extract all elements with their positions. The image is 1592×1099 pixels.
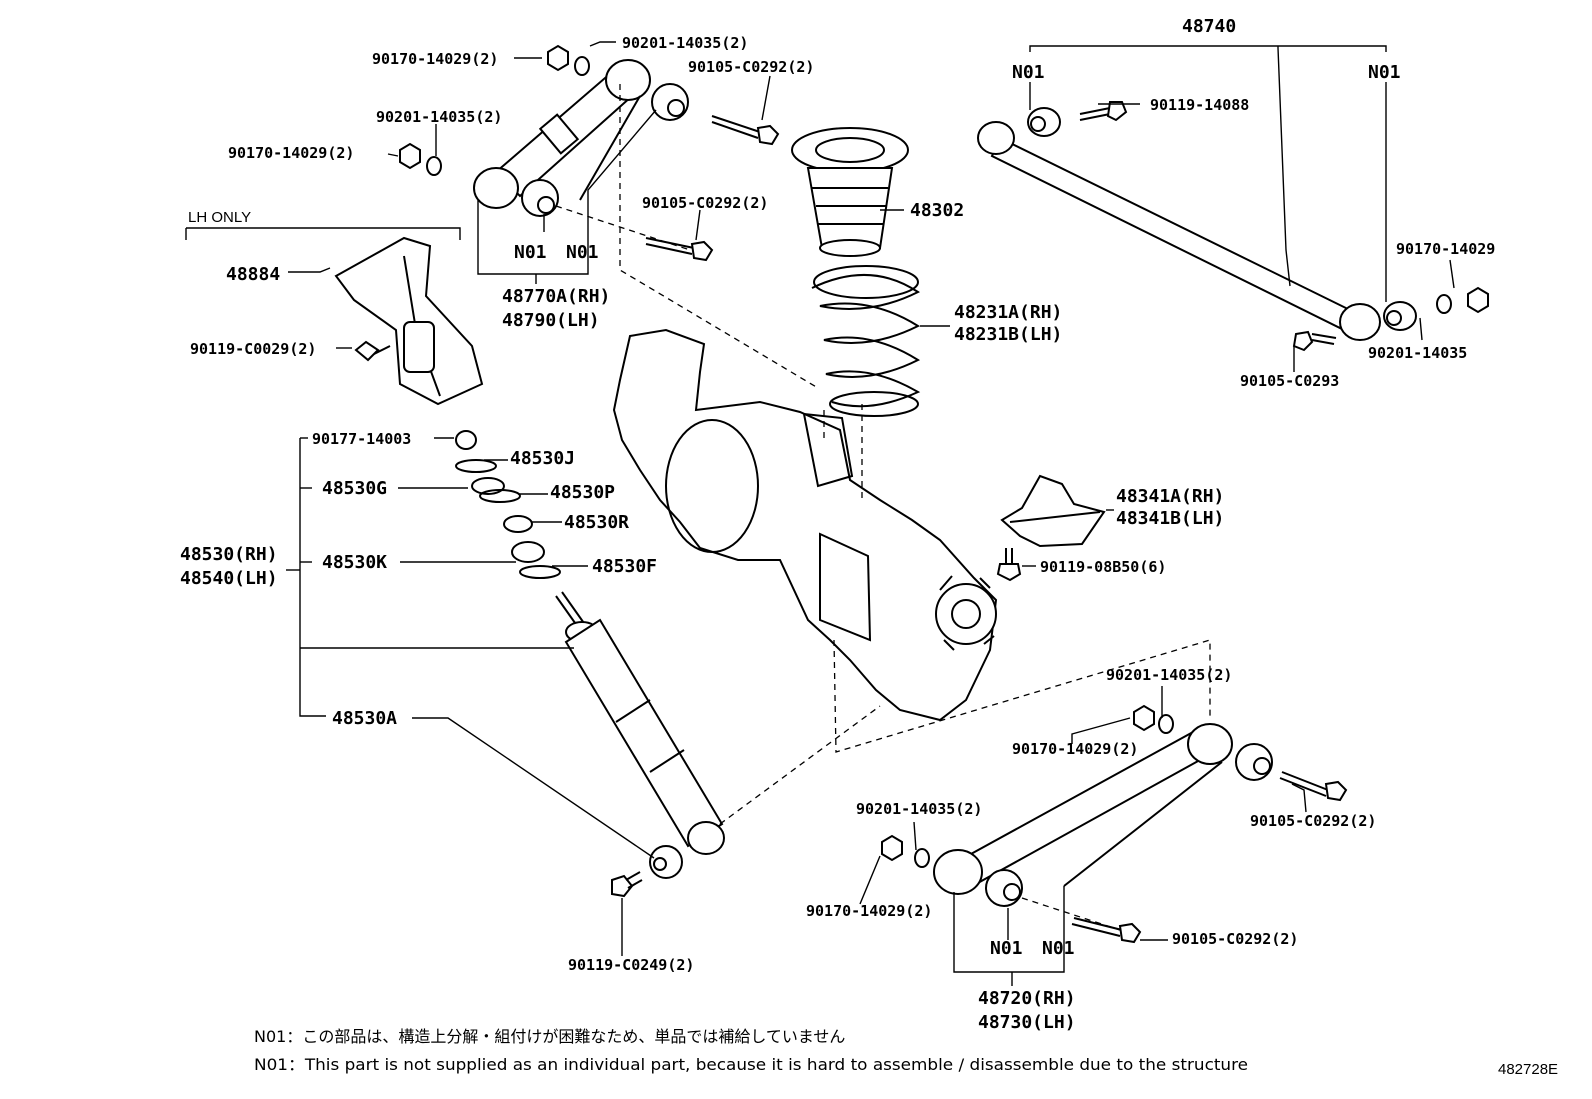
part-label-90119-C0029: 90119-C0029(2) bbox=[190, 340, 316, 358]
part-label-48884: 48884 bbox=[226, 264, 280, 285]
figure-id: 482728E bbox=[1498, 1061, 1558, 1078]
part-label-90105-C0293: 90105-C0293 bbox=[1240, 372, 1339, 390]
part-label-n01: N01 bbox=[1012, 62, 1045, 83]
bolt-icon bbox=[645, 115, 780, 262]
bolt-icon bbox=[611, 871, 643, 898]
part-label-90201-14035: 90201-14035(2) bbox=[622, 34, 748, 52]
part-label-90170-14029: 90170-14029(2) bbox=[228, 144, 354, 162]
bolt-icon bbox=[354, 340, 391, 362]
lateral-rod[interactable] bbox=[977, 121, 1381, 341]
part-label-48720: 48720(RH) bbox=[978, 988, 1076, 1009]
part-label-48530F: 48530F bbox=[592, 556, 657, 577]
part-label-48770A: 48770A(RH) bbox=[502, 286, 610, 307]
upper-control-arm[interactable] bbox=[473, 59, 651, 209]
rear-axle-housing[interactable] bbox=[612, 328, 998, 722]
bushing-icon bbox=[649, 845, 683, 879]
part-label-48530A: 48530A bbox=[332, 708, 397, 729]
part-label-48740: 48740 bbox=[1182, 16, 1236, 37]
part-label-48231B: 48231B(LH) bbox=[954, 324, 1062, 345]
bolt-icon bbox=[996, 548, 1022, 582]
part-label-n01: N01 bbox=[514, 242, 547, 263]
nut-icon bbox=[1436, 286, 1489, 314]
lower-control-arm[interactable] bbox=[933, 723, 1233, 895]
part-label-90170-14029: 90170-14029(2) bbox=[372, 50, 498, 68]
part-label-n01: N01 bbox=[566, 242, 599, 263]
part-label-48341A: 48341A(RH) bbox=[1116, 486, 1224, 507]
nut-icon bbox=[399, 44, 590, 176]
note-english: N01：This part is not supplied as an indi… bbox=[254, 1055, 1248, 1074]
note-japanese: N01：この部品は、構造上分解・組付けが困難なため、単品では補給していません bbox=[254, 1027, 845, 1046]
bolt-icon bbox=[1079, 101, 1337, 352]
bushing-icon bbox=[521, 83, 689, 217]
part-label-48530K: 48530K bbox=[322, 552, 387, 573]
part-label-n01: N01 bbox=[990, 938, 1023, 959]
part-label-48540-lh: 48540(LH) bbox=[180, 568, 278, 589]
nut-icon bbox=[881, 704, 1174, 868]
part-label-48530-rh: 48530(RH) bbox=[180, 544, 278, 565]
part-label-90119-14088: 90119-14088 bbox=[1150, 96, 1249, 114]
part-label-90170-14029: 90170-14029(2) bbox=[1012, 740, 1138, 758]
part-label-90119-08B50: 90119-08B50(6) bbox=[1040, 558, 1166, 576]
part-label-90105-C0292: 90105-C0292(2) bbox=[1250, 812, 1376, 830]
part-label-90105-C0292: 90105-C0292(2) bbox=[688, 58, 814, 76]
lh-only-bracket[interactable] bbox=[334, 236, 484, 406]
part-label-n01: N01 bbox=[1368, 62, 1401, 83]
part-label-90201-14035: 90201-14035(2) bbox=[1106, 666, 1232, 684]
coil-spring[interactable] bbox=[811, 265, 921, 417]
part-label-90105-C0292: 90105-C0292(2) bbox=[642, 194, 768, 212]
part-label-48530R: 48530R bbox=[564, 512, 629, 533]
bump-stopper[interactable] bbox=[791, 127, 909, 257]
lh-only-label: LH ONLY bbox=[188, 209, 251, 226]
part-label-90170-14029: 90170-14029 bbox=[1396, 240, 1495, 258]
part-label-48341B: 48341B(LH) bbox=[1116, 508, 1224, 529]
part-label-90201-14035: 90201-14035(2) bbox=[856, 800, 982, 818]
part-label-90170-14029: 90170-14029(2) bbox=[806, 902, 932, 920]
part-label-48530G: 48530G bbox=[322, 478, 387, 499]
part-label-48530P: 48530P bbox=[550, 482, 615, 503]
part-label-90201-14035: 90201-14035(2) bbox=[376, 108, 502, 126]
part-label-90105-C0292: 90105-C0292(2) bbox=[1172, 930, 1298, 948]
bushing-icon bbox=[985, 743, 1273, 907]
part-label-48231A: 48231A(RH) bbox=[954, 302, 1062, 323]
leader-lines bbox=[185, 41, 1455, 986]
part-label-48790: 48790(LH) bbox=[502, 310, 600, 331]
part-label-90119-C0249: 90119-C0249(2) bbox=[568, 956, 694, 974]
washer-icon bbox=[455, 430, 561, 579]
shock-absorber[interactable] bbox=[555, 591, 725, 855]
spring-bracket[interactable] bbox=[1000, 474, 1106, 548]
part-label-48730: 48730(LH) bbox=[978, 1012, 1076, 1033]
part-label-48302: 48302 bbox=[910, 200, 964, 221]
part-label-90177-14003: 90177-14003 bbox=[312, 430, 411, 448]
bushing-icon bbox=[1027, 107, 1417, 331]
part-label-n01: N01 bbox=[1042, 938, 1075, 959]
part-label-48530J: 48530J bbox=[510, 448, 575, 469]
bolt-icon bbox=[1071, 771, 1348, 944]
part-label-90201-14035: 90201-14035 bbox=[1368, 344, 1467, 362]
